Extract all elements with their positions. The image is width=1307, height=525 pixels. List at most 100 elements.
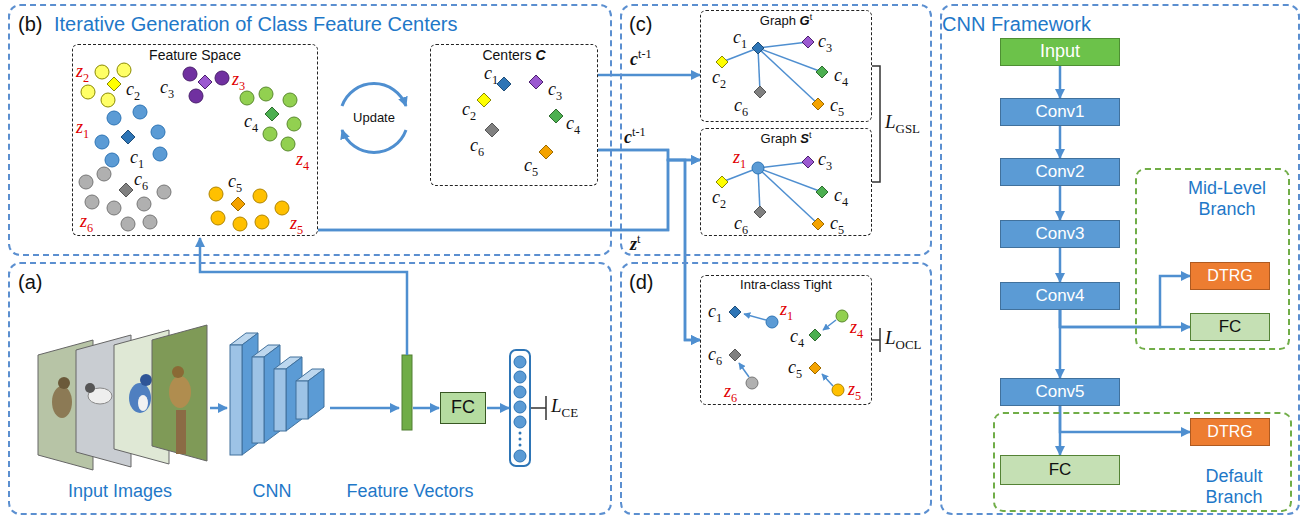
input-images [38,325,207,470]
text-run: z [296,149,303,169]
box-title: Graph Gt [701,12,871,29]
loss-label: LOCL [885,328,921,352]
point-label: c3 [160,78,174,101]
text-run: c [548,79,556,99]
text-run: 1 [138,157,144,171]
point-label: z1 [76,118,89,141]
point-label: c5 [524,156,538,179]
point-label: c5 [830,214,844,237]
text-run: c [834,185,842,205]
text-run: c [830,95,838,115]
connector-arrow [598,150,700,160]
point-label: z5 [848,380,861,403]
point-label: c5 [788,358,802,381]
connector-arrow [1059,186,1062,220]
box-title: Feature Space [73,47,317,64]
text-run: c [818,149,826,169]
box-label: DTRG [1207,422,1252,441]
connector-arrow [598,74,700,77]
text-run: z [232,69,239,89]
text-run: Graph [761,131,801,146]
fc-box: FC [1190,313,1270,341]
text-run: 6 [142,179,148,193]
text-run: 1 [492,73,498,87]
panel-title: Iterative Generation of Class Feature Ce… [54,12,458,36]
text-run: t [637,232,640,246]
branch-title: Mid-Level Branch [1177,178,1277,219]
text-run: z [80,211,87,231]
text-run: 4 [842,195,848,209]
panel: FC(a) [8,262,612,515]
text-run: 3 [826,41,832,55]
text-run: 4 [574,123,580,137]
text-run: c [470,135,478,155]
point-label: c6 [470,136,484,159]
box-label: Input [1040,41,1080,63]
point-label: c6 [734,214,748,237]
text-run: c [734,95,742,115]
text-run: c [484,63,492,83]
point-label: c3 [818,150,832,173]
text-run: z [724,381,731,401]
text-run: c [830,213,838,233]
text-run: 2 [720,77,726,91]
text-run: 4 [303,159,309,173]
text-run: Centers [482,47,535,63]
point-label: c3 [548,80,562,103]
text-run: t-1 [638,47,652,61]
text-run: c [630,49,638,69]
update-cycle [342,83,406,152]
text-run: 4 [842,75,848,89]
text-run: z [76,117,83,137]
text-run: 3 [168,87,174,101]
text-run: c [134,169,142,189]
text-run: 1 [740,157,746,171]
point-label: z4 [296,150,309,173]
text-run: 1 [716,311,722,325]
text-run: c [834,65,842,85]
text-run: t-1 [632,125,646,139]
text-run: c [624,127,632,147]
point-label: c5 [830,96,844,119]
graph-box: Graph Gt [700,10,872,122]
connector-arrow [1060,310,1190,327]
cnn-layers [230,333,324,455]
graph-box: Graph St [700,128,872,236]
text-run: 5 [297,223,303,237]
text-run: z [780,299,787,319]
text-run: 1 [741,37,747,51]
input-box: Input [1000,38,1120,66]
output-vector [510,350,530,466]
text-run: z [630,234,637,254]
connector-arrow [1059,126,1062,158]
edge-label: zt [630,233,640,255]
center-points [477,75,563,159]
intra-class-points [729,306,848,396]
text-run: 5 [838,105,844,119]
box-title: Centers C [431,47,597,64]
text-run: c [462,99,470,119]
point-label: z6 [724,382,737,405]
point-label: c2 [712,188,726,211]
text-run: 6 [742,223,748,237]
point-label: c2 [712,68,726,91]
panel-tag: (b) [18,12,42,36]
text-run: 6 [87,221,93,235]
text-run: 6 [742,105,748,119]
layer-box: Conv3 [1000,220,1120,248]
text-run: 3 [556,89,562,103]
point-label: c1 [733,28,747,51]
connector-arrow [318,160,700,340]
panel: InputConv1Conv2DTRGFCMid-Level BranchCon… [940,4,1300,515]
text-run: c [818,31,826,51]
point-label: z6 [80,212,93,235]
fc-box: FC [440,392,486,424]
text-run: 1 [787,309,793,323]
branch-title: Default Branch [1189,466,1279,507]
text-run: 6 [731,391,737,405]
text-run: L [885,111,896,132]
panel-title: CNN Framework [942,12,1298,36]
point-label: c1 [130,148,144,171]
text-run: z [290,213,297,233]
